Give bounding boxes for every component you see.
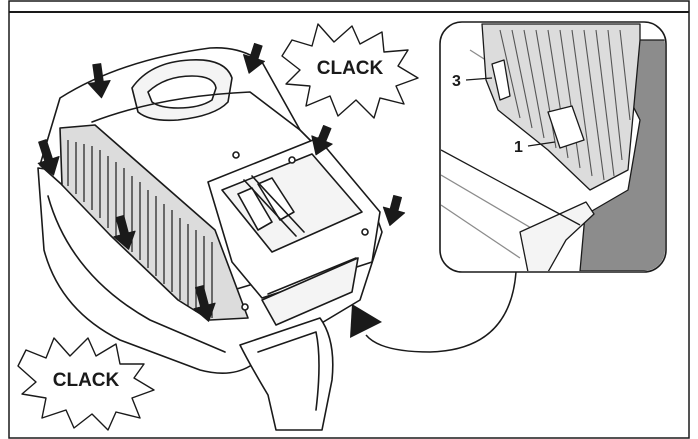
screw-3 xyxy=(241,303,249,311)
screw-4 xyxy=(361,228,369,236)
clack-burst-bottom: CLACK xyxy=(17,337,155,431)
base-inner-line xyxy=(47,195,226,353)
press-down-arrow-icon xyxy=(37,139,60,176)
inset-housing-wall xyxy=(579,39,665,271)
press-down-arrow-icon xyxy=(382,194,406,226)
screw-1 xyxy=(232,151,240,159)
chute-slot-left xyxy=(237,187,273,231)
inset-lower-rim xyxy=(519,201,595,271)
grass-box-device xyxy=(37,46,383,431)
lid-ridge xyxy=(91,91,301,131)
chute-rib xyxy=(243,179,297,237)
press-arrows xyxy=(37,42,406,322)
detail-inset: 3 1 xyxy=(439,21,667,273)
page-frame xyxy=(8,0,690,439)
burst-shape xyxy=(17,337,155,431)
screw-2 xyxy=(288,156,296,164)
chute-flap-ridge xyxy=(267,257,357,295)
inset-latch-tab xyxy=(547,105,585,149)
press-down-arrow-icon xyxy=(193,285,216,322)
pointer-triangle-icon xyxy=(350,304,382,338)
front-deflector-inner xyxy=(257,331,320,411)
clack-label-top: CLACK xyxy=(317,58,384,79)
lid-handle-opening xyxy=(147,75,217,109)
callout-3: 3 xyxy=(452,73,461,90)
burst-shape xyxy=(281,23,419,119)
chute-slot-right xyxy=(257,177,295,221)
press-down-arrow-icon xyxy=(243,42,265,74)
side-grille-panel xyxy=(59,124,249,321)
callout-1-leader xyxy=(527,141,556,147)
press-down-arrow-icon xyxy=(311,125,333,156)
clack-label-bottom: CLACK xyxy=(53,370,120,391)
chute-rib-2 xyxy=(251,175,305,233)
front-deflector xyxy=(239,317,334,431)
clack-burst-top: CLACK xyxy=(281,23,419,119)
chute-flap xyxy=(261,257,359,326)
callout-3-leader xyxy=(465,77,493,81)
press-down-arrow-icon xyxy=(87,63,111,99)
callout-1: 1 xyxy=(514,139,523,156)
press-down-arrow-icon xyxy=(113,215,136,250)
inset-hook xyxy=(491,59,511,101)
inset-connector-curve xyxy=(365,271,517,353)
